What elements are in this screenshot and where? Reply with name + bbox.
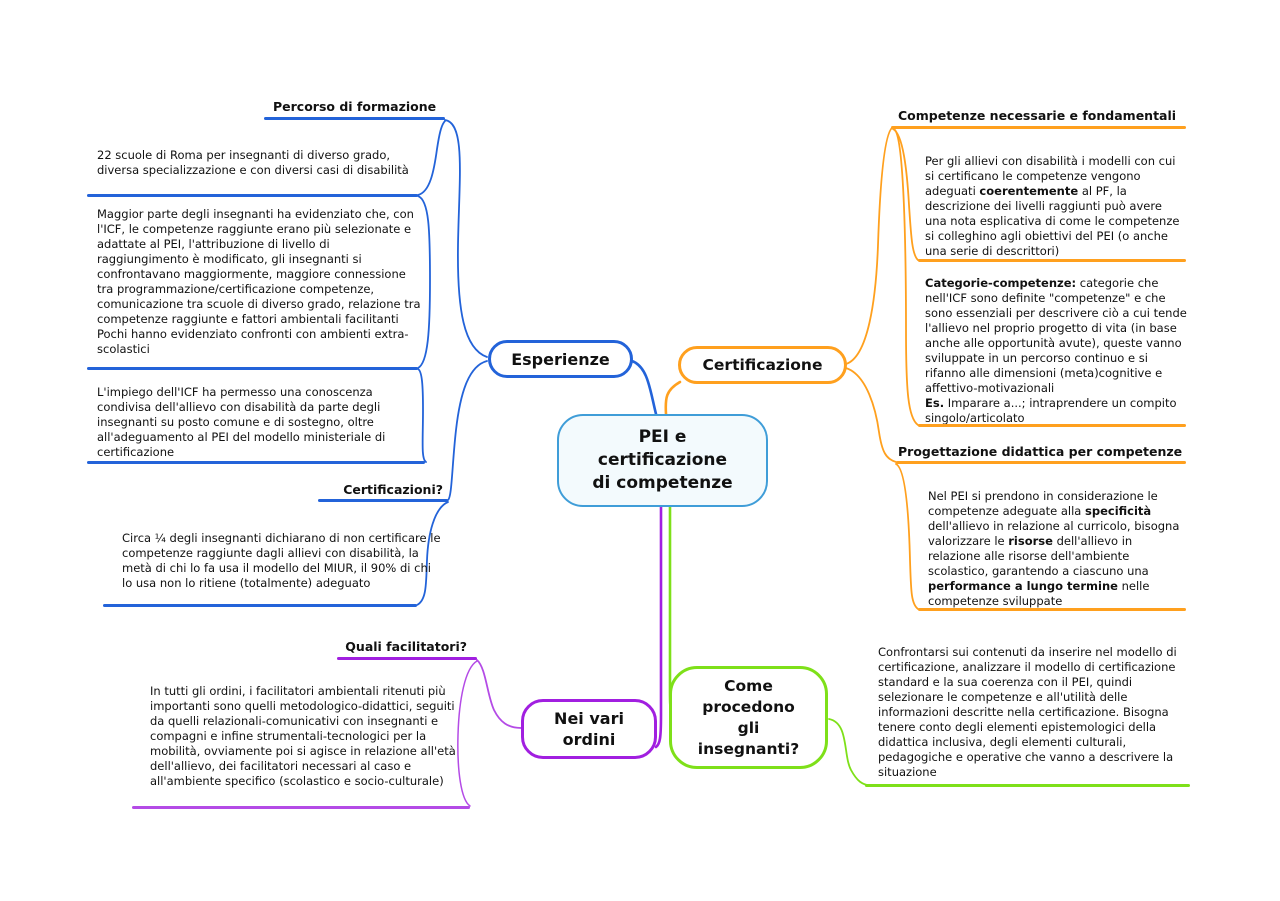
underline-nel-pei xyxy=(918,608,1186,611)
topic-per-gli-allievi[interactable]: Per gli allievi con disabilità i modelli… xyxy=(925,154,1180,258)
connector-certificazione-progettazione xyxy=(845,367,897,463)
node-nei-vari-ordini[interactable]: Nei vari ordini xyxy=(521,699,657,759)
node-central-label: PEI e certificazione di competenze xyxy=(592,427,733,493)
underline-impiego-icf xyxy=(87,461,425,464)
topic-percorso-di-formazione[interactable]: Percorso di formazione xyxy=(273,99,437,114)
underline-categorie-competenze xyxy=(918,424,1186,427)
underline-in-tutti-gli-ordini xyxy=(132,806,470,809)
node-esperienze-label: Esperienze xyxy=(511,349,610,369)
node-certificazione-label: Certificazione xyxy=(702,356,823,374)
topic-nel-pei[interactable]: Nel PEI si prendono in considerazione le… xyxy=(928,489,1180,608)
topic-impiego-icf[interactable]: L'impiego dell'ICF ha permesso una conos… xyxy=(97,385,386,459)
connector-esperienze-certificazioni xyxy=(447,360,488,501)
underline-circa-un-quarto xyxy=(103,604,417,607)
node-nei-vari-ordini-label: Nei vari ordini xyxy=(554,709,624,749)
topic-in-tutti-gli-ordini[interactable]: In tutti gli ordini, i facilitatori ambi… xyxy=(150,684,456,788)
connector-certificazione-competenze xyxy=(845,126,894,365)
connector-competenze-categorie xyxy=(894,129,919,426)
underline-quali-facilitatori xyxy=(337,657,477,660)
connector-neivari-facilitatori xyxy=(476,659,522,729)
topic-confrontarsi[interactable]: Confrontarsi sui contenuti da inserire n… xyxy=(878,645,1177,779)
underline-confrontarsi xyxy=(865,784,1190,787)
connector-competenze-pergli xyxy=(892,128,919,261)
connector-certificazioni-circa xyxy=(416,501,449,606)
topic-progettazione-didattica[interactable]: Progettazione didattica per competenze xyxy=(898,444,1183,459)
topic-22-scuole[interactable]: 22 scuole di Roma per insegnanti di dive… xyxy=(97,148,409,177)
node-esperienze[interactable]: Esperienze xyxy=(488,340,633,378)
connector-central-esperienze xyxy=(630,359,658,416)
underline-progettazione-didattica xyxy=(896,461,1186,464)
underline-competenze-necessarie xyxy=(891,126,1186,129)
node-certificazione[interactable]: Certificazione xyxy=(678,346,847,384)
topic-categorie-competenze[interactable]: Categorie-competenze: categorie che nell… xyxy=(925,276,1187,425)
topic-certificazioni[interactable]: Certificazioni? xyxy=(343,482,443,497)
node-central-pei[interactable]: PEI e certificazione di competenze xyxy=(557,414,768,507)
connector-maggior-impiego xyxy=(417,368,427,463)
node-come-procedono-label: Come procedono gli insegnanti? xyxy=(697,676,800,758)
topic-maggior-parte[interactable]: Maggior parte degli insegnanti ha eviden… xyxy=(97,207,421,356)
connector-progettazione-nelpei xyxy=(895,463,919,610)
connector-scuole-maggior xyxy=(417,195,431,369)
topic-quali-facilitatori[interactable]: Quali facilitatori? xyxy=(345,639,467,654)
topic-competenze-necessarie[interactable]: Competenze necessarie e fondamentali xyxy=(898,108,1177,123)
connector-percorso-scuole xyxy=(417,120,446,196)
underline-per-gli-allievi xyxy=(918,259,1186,262)
underline-maggior-parte xyxy=(87,367,418,370)
connector-esperienze-percorso xyxy=(444,119,488,358)
connector-comeprocedono-confrontarsi xyxy=(828,718,873,787)
connector-facilitatori-intutti xyxy=(457,660,478,807)
underline-22-scuole xyxy=(87,194,418,197)
connector-central-neivari xyxy=(654,505,663,749)
underline-percorso xyxy=(264,117,445,120)
node-come-procedono[interactable]: Come procedono gli insegnanti? xyxy=(669,666,828,769)
underline-certificazioni xyxy=(318,499,448,502)
topic-circa-un-quarto[interactable]: Circa ¼ degli insegnanti dichiarano di n… xyxy=(122,531,441,590)
connector-central-certificazione xyxy=(664,380,682,416)
